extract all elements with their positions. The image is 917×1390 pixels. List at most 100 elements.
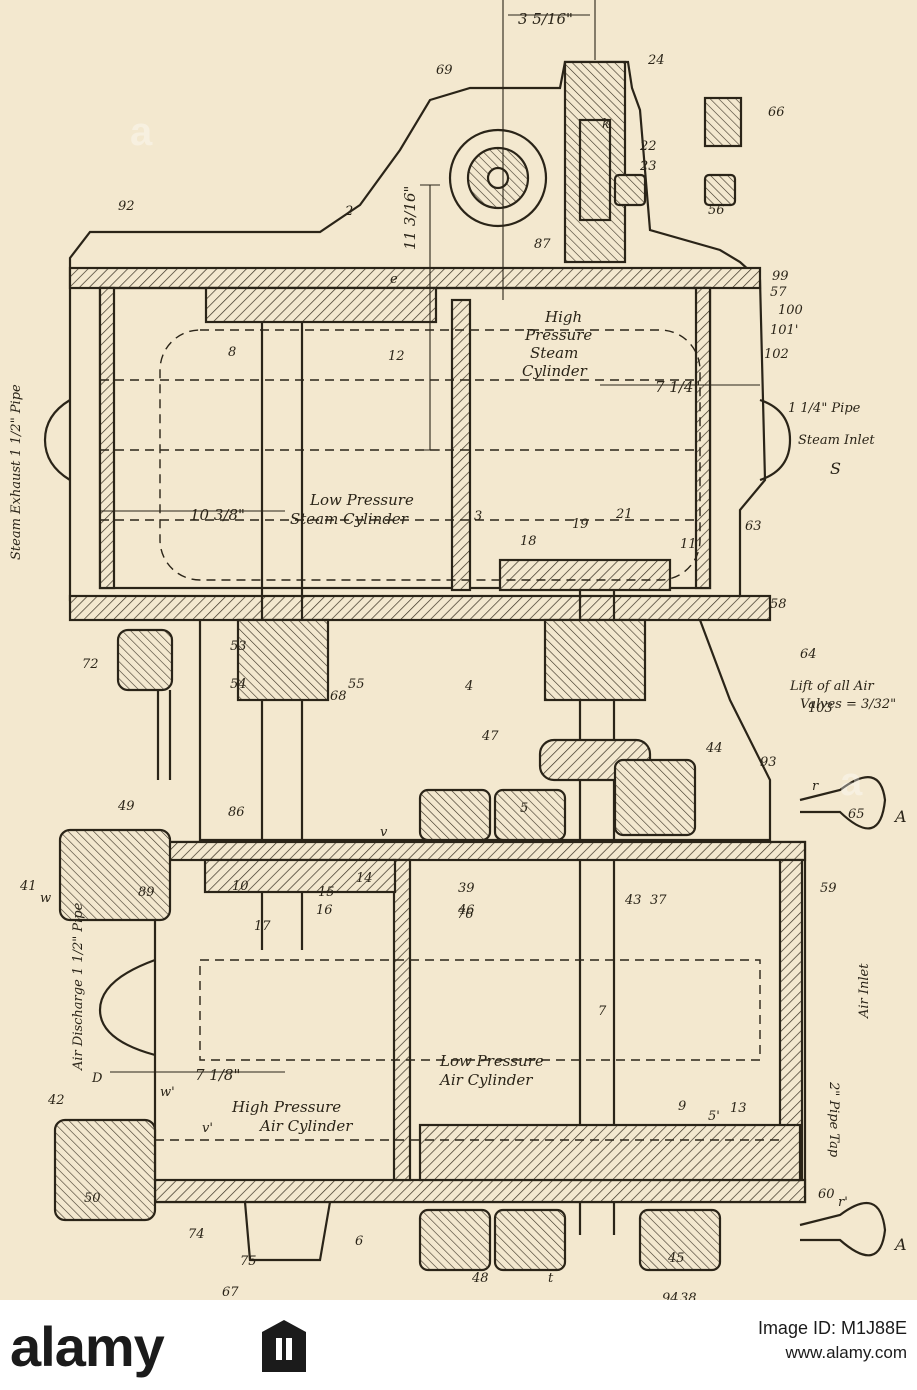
lp-steam-cyl-label-1: Low Pressure bbox=[309, 491, 414, 509]
hp-steam-cyl-label-3: Steam bbox=[530, 344, 578, 362]
dimension-lines bbox=[100, 0, 760, 1073]
part-number: 7 bbox=[598, 1004, 607, 1019]
part-number: 39 bbox=[458, 881, 475, 896]
letter-a-bottom: A bbox=[893, 1235, 907, 1254]
part-number: 46 bbox=[457, 903, 475, 918]
hp-steam-cyl-label-2: Pressure bbox=[524, 326, 592, 344]
cross-compound-air-pump-section: 3 5/16" 11 3/16" 10 3/8" 7 1/4" 7 1/8" H… bbox=[9, 0, 907, 1306]
part-number: 37 bbox=[650, 893, 667, 908]
steam-exhaust-label: Steam Exhaust 1 1/2" Pipe bbox=[9, 384, 24, 560]
image-id: Image ID: M1J88E bbox=[757, 1318, 907, 1338]
part-number: v' bbox=[202, 1121, 213, 1136]
part-number: 38 bbox=[680, 1291, 697, 1300]
part-number: 87 bbox=[534, 237, 551, 252]
drawing-labels: 3 5/16" 11 3/16" 10 3/8" 7 1/4" 7 1/8" H… bbox=[9, 10, 907, 1254]
lift-valves-label-1: Lift of all Air bbox=[789, 679, 874, 694]
hp-air-cyl-label-2: Air Cylinder bbox=[258, 1117, 353, 1135]
part-number: 66 bbox=[768, 105, 785, 120]
part-number: 48 bbox=[471, 1271, 489, 1286]
part-number: 103 bbox=[808, 701, 833, 716]
dim-top-label: 3 5/16" bbox=[518, 10, 573, 28]
part-number: 72 bbox=[82, 657, 99, 672]
part-number: w bbox=[40, 891, 51, 906]
part-number: 55 bbox=[348, 677, 365, 692]
part-number: v bbox=[380, 825, 388, 840]
part-number: k bbox=[602, 117, 610, 132]
part-number: D bbox=[91, 1071, 103, 1086]
part-number: 65 bbox=[848, 807, 865, 822]
hp-steam-cyl-label-4: Cylinder bbox=[522, 362, 588, 380]
pipe-tap-label: 2" Pipe Tap bbox=[826, 1081, 841, 1158]
part-number: 13 bbox=[730, 1101, 747, 1116]
engineering-drawing: 3 5/16" 11 3/16" 10 3/8" 7 1/4" 7 1/8" H… bbox=[9, 0, 907, 1306]
part-number: 93 bbox=[760, 755, 777, 770]
image-meta: Image ID: M1J88E www.alamy.com bbox=[758, 1318, 907, 1363]
hidden-lines bbox=[100, 329, 780, 1141]
part-number: 16 bbox=[316, 903, 333, 918]
part-number: r bbox=[812, 779, 819, 794]
part-number: 49 bbox=[117, 799, 135, 814]
steam-inlet-label-2: Steam Inlet bbox=[798, 433, 875, 448]
part-number: 74 bbox=[188, 1227, 205, 1242]
dim-air-label: 7 1/8" bbox=[195, 1066, 240, 1084]
part-number: 58 bbox=[770, 597, 787, 612]
part-number: 22 bbox=[639, 139, 657, 154]
part-number: 67 bbox=[222, 1285, 239, 1300]
site-url[interactable]: www.alamy.com bbox=[785, 1343, 907, 1362]
dim-left-height-label: 11 3/16" bbox=[401, 186, 419, 250]
part-number: 102 bbox=[764, 347, 789, 362]
dim-hp-steam-label: 7 1/4" bbox=[655, 378, 700, 396]
dim-low-steam-label: 10 3/8" bbox=[190, 506, 245, 524]
hp-steam-cyl-label-1: High bbox=[544, 308, 582, 326]
part-number: 89 bbox=[138, 885, 155, 900]
lp-air-cyl-label-2: Air Cylinder bbox=[438, 1071, 533, 1089]
part-number: 43 bbox=[624, 893, 642, 908]
part-number: 64 bbox=[800, 647, 817, 662]
lp-air-cyl-label-1: Low Pressure bbox=[439, 1052, 544, 1070]
part-number: w' bbox=[160, 1085, 175, 1100]
part-number: 4 bbox=[464, 679, 473, 694]
part-number: 24 bbox=[647, 53, 665, 68]
part-number: 19 bbox=[572, 517, 589, 532]
part-number: 42 bbox=[47, 1093, 65, 1108]
alamy-footer: alamy Image ID: M1J88E www.alamy.com bbox=[0, 1300, 917, 1390]
part-number: 45 bbox=[667, 1251, 685, 1266]
part-number: 59 bbox=[820, 881, 837, 896]
part-number: 68 bbox=[330, 689, 347, 704]
casting-outline bbox=[43, 60, 887, 1272]
part-number: 11 bbox=[680, 537, 697, 552]
part-number: 9 bbox=[678, 1099, 686, 1114]
part-number: 41 bbox=[19, 879, 37, 894]
part-number: 57 bbox=[770, 285, 787, 300]
part-number: 50 bbox=[84, 1191, 101, 1206]
hp-air-cyl-label-1: High Pressure bbox=[231, 1098, 341, 1116]
part-number: 5' bbox=[708, 1109, 720, 1124]
alamy-logo[interactable]: alamy bbox=[10, 1315, 165, 1378]
part-number: 15 bbox=[318, 885, 335, 900]
steam-inlet-label-3: S bbox=[830, 459, 841, 478]
part-number: 60 bbox=[818, 1187, 835, 1202]
part-number: 18 bbox=[520, 534, 537, 549]
part-number: 94 bbox=[662, 1291, 679, 1300]
part-number: 86 bbox=[228, 805, 245, 820]
part-number: 5 bbox=[520, 801, 528, 816]
part-number: 17 bbox=[254, 919, 271, 934]
alamy-logo-mark-icon bbox=[262, 1320, 306, 1372]
part-number: e bbox=[390, 272, 398, 287]
part-number: 100 bbox=[778, 303, 803, 318]
part-numbers: 2 3 4 5 5' 6 7 8 9 10 11 12 13 14 15 16 … bbox=[19, 53, 865, 1306]
part-number: 56 bbox=[708, 203, 725, 218]
part-number: t bbox=[548, 1271, 554, 1286]
part-number: 76 bbox=[457, 907, 474, 922]
air-inlet-label: Air Inlet bbox=[857, 963, 872, 1019]
part-number: 6 bbox=[355, 1234, 363, 1249]
part-number: 101' bbox=[770, 323, 798, 338]
part-number: 53 bbox=[230, 639, 247, 654]
part-number: 14 bbox=[356, 871, 373, 886]
part-number: 8 bbox=[228, 345, 236, 360]
part-number: r' bbox=[838, 1195, 848, 1210]
part-number: 47 bbox=[481, 729, 499, 744]
part-number: 10 bbox=[232, 879, 249, 894]
part-number: 21 bbox=[615, 507, 633, 522]
lift-valves-label-2: Valves = 3/32" bbox=[800, 697, 896, 712]
